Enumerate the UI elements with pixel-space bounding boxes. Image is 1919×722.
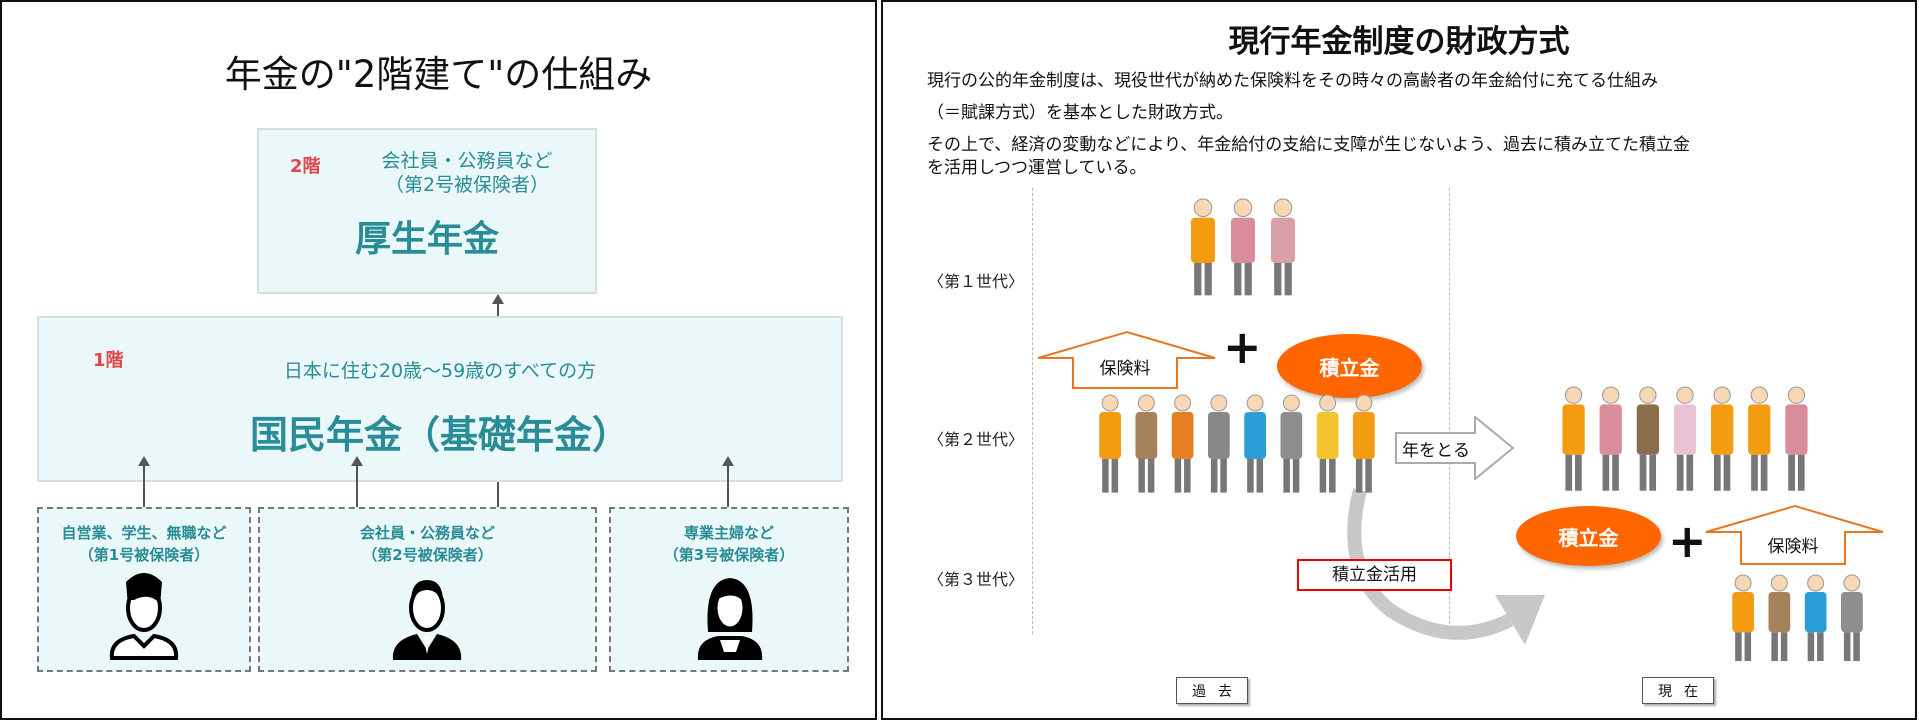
reserve-fund-badge-present: 積立金 [1516, 506, 1661, 566]
group1-line2: （第1号被保険者） [78, 546, 210, 564]
generation-2-label: 〈第２世代〉 [928, 430, 1025, 449]
plus-icon: + [1223, 320, 1262, 374]
floor2-name: 厚生年金 [354, 219, 499, 260]
group2-line2: （第2号被保険者） [362, 546, 493, 564]
arrow-up-icon [351, 456, 363, 507]
person-figure [1353, 394, 1375, 493]
person-figure [1785, 386, 1808, 491]
person-figure [1748, 386, 1771, 491]
generation-1-label: 〈第１世代〉 [928, 272, 1025, 291]
woman-icon [697, 578, 763, 660]
group1-line1: 自営業、学生、無職など [61, 524, 227, 542]
description-line-4: を活用しつつ運営している。 [927, 158, 1147, 178]
businessman-icon [392, 580, 462, 660]
premium-up-arrow-present [1705, 504, 1884, 565]
person-figure [1099, 394, 1121, 493]
right-title: 現行年金制度の財政方式 [1228, 24, 1570, 60]
generation-3-label: 〈第３世代〉 [928, 570, 1025, 589]
person-figure [1244, 394, 1266, 493]
person-figure [1841, 574, 1863, 662]
description-line-1: 現行の公的年金制度は、現役世代が納めた保険料をその時々の高齢者の年金給付に充てる… [927, 71, 1658, 91]
person-figure [1804, 574, 1827, 662]
floor2-line1: 会社員・公務員など [381, 150, 553, 172]
arrow-up-icon [492, 294, 504, 316]
plus-icon-present: + [1668, 514, 1707, 568]
connector-line [497, 482, 499, 507]
person-figure [1231, 198, 1255, 296]
generation-3-workers-illustration [1732, 574, 1863, 662]
person-figure [1562, 386, 1585, 491]
person-figure [1135, 394, 1158, 493]
person-figure [1599, 386, 1622, 491]
person-figure [1280, 394, 1303, 493]
person-figure [1636, 386, 1659, 491]
arrow-up-icon [138, 456, 150, 507]
generation-2-workers-illustration [1099, 394, 1375, 493]
person-figure [1673, 386, 1697, 491]
curved-arrow-icon [1347, 488, 1545, 645]
group3-line2: （第3号被保険者） [663, 546, 795, 564]
person-figure [1191, 198, 1215, 296]
arrow-up-icon [722, 456, 734, 507]
floor1-box [37, 316, 843, 482]
present-label: 現在 [1642, 677, 1714, 704]
floor1-badge: 1階 [93, 350, 124, 371]
person-figure [1768, 574, 1791, 662]
person-icon [109, 573, 179, 660]
floor1-line1: 日本に住む20歳〜59歳のすべての方 [283, 360, 597, 382]
left-title: 年金の"2階建て"の仕組み [224, 53, 653, 96]
person-figure [1732, 574, 1754, 662]
past-divider [1032, 188, 1033, 634]
floor2-line2: （第2号被保険者） [384, 174, 550, 196]
person-figure [1711, 386, 1734, 491]
floor1-name: 国民年金（基礎年金） [249, 413, 630, 457]
reserve-use-box: 積立金活用 [1297, 559, 1452, 591]
elderly-illustration-present [1562, 386, 1808, 491]
description-line-2: （＝賦課方式）を基本とした財政方式。 [927, 103, 1233, 123]
aging-arrow [1395, 416, 1515, 480]
past-label: 過去 [1176, 677, 1248, 704]
group3-line1: 専業主婦など [683, 524, 774, 542]
premium-up-arrow [1037, 330, 1216, 389]
reserve-fund-badge: 積立金 [1277, 334, 1422, 398]
present-divider [1449, 188, 1450, 634]
person-figure [1171, 394, 1194, 493]
person-figure [1208, 394, 1230, 493]
aging-label: 年をとる [1402, 441, 1470, 461]
person-figure [1271, 198, 1295, 296]
premium-label: 保険料 [1099, 359, 1151, 379]
premium-label-present: 保険料 [1767, 537, 1819, 557]
generation-1-elderly-illustration [1191, 198, 1295, 296]
description-line-3: その上で、経済の変動などにより、年金給付の支給に支障が生じないよう、過去に積み立… [927, 135, 1690, 155]
floor2-badge: 2階 [290, 156, 321, 177]
group2-line1: 会社員・公務員など [359, 524, 495, 542]
floor2-box [257, 128, 597, 294]
person-figure [1316, 394, 1339, 493]
